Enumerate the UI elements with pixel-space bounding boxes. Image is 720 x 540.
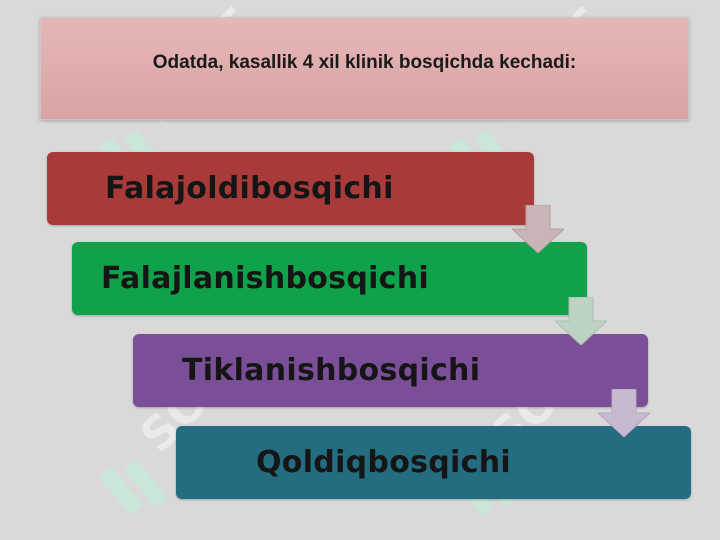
title-box: Odatda, kasallik 4 xil klinik bosqichda … <box>40 17 689 120</box>
down-arrow-icon <box>555 297 607 345</box>
slide-title: Odatda, kasallik 4 xil klinik bosqichda … <box>152 51 577 73</box>
stage-box-1: Falajoldibosqichi <box>47 152 534 225</box>
stage-label-2: Falajlanishbosqichi <box>101 261 429 296</box>
stage-label-1: Falajoldibosqichi <box>105 171 394 206</box>
stage-box-2: Falajlanishbosqichi <box>72 242 587 315</box>
stage-box-4: Qoldiqbosqichi <box>176 426 691 499</box>
stage-label-4: Qoldiqbosqichi <box>256 445 511 480</box>
stage-box-3: Tiklanishbosqichi <box>133 334 648 407</box>
down-arrow-icon <box>598 389 650 437</box>
stage-label-3: Tiklanishbosqichi <box>182 353 481 388</box>
down-arrow-icon <box>512 205 564 253</box>
